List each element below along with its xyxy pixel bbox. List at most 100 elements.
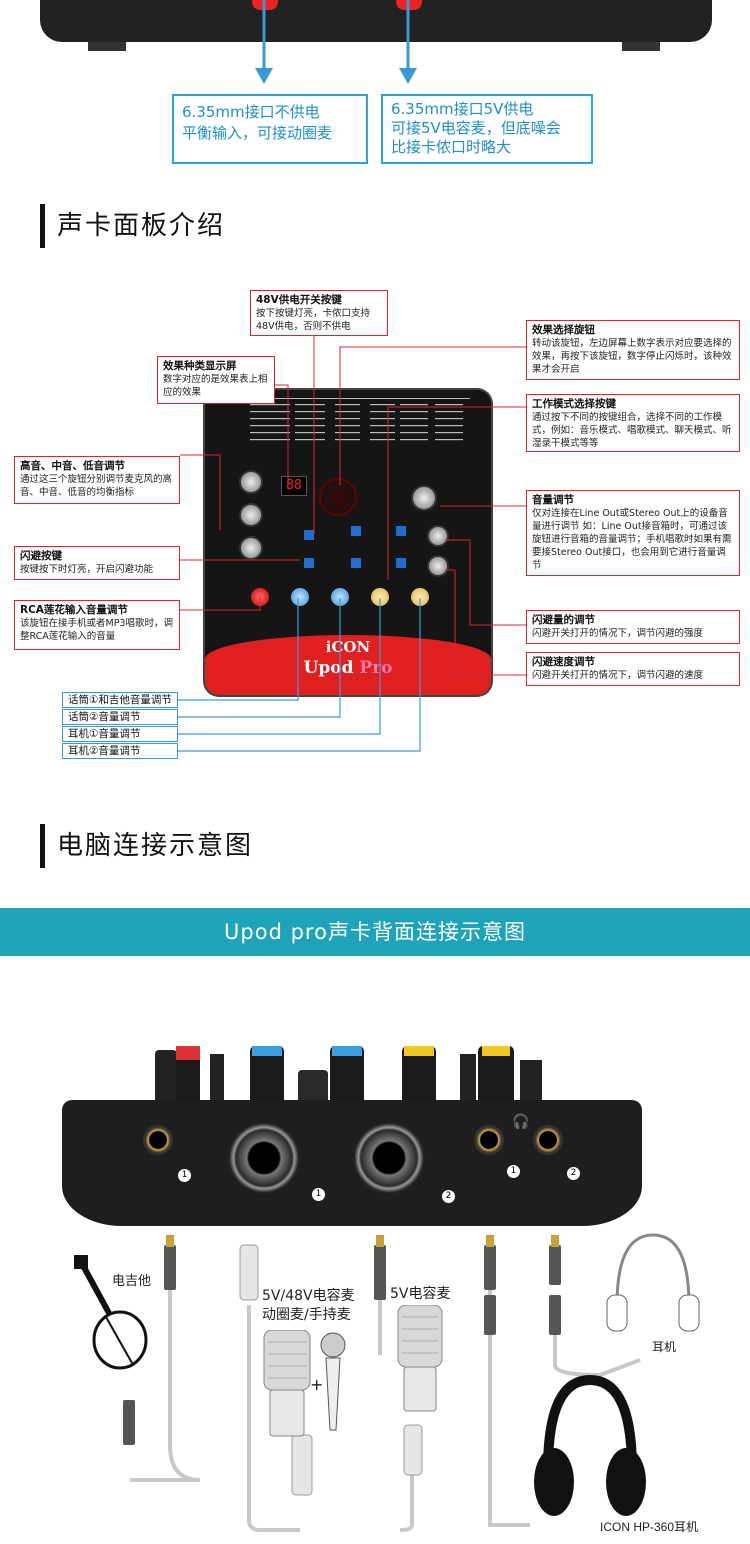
mic1-guitar-volume-knob[interactable]: [291, 588, 309, 606]
eq-mid-knob[interactable]: [239, 503, 263, 527]
section-title-panel: 声卡面板介绍: [40, 204, 225, 248]
electric-guitar-icon: [74, 1255, 148, 1370]
dodge-amount-knob[interactable]: [427, 525, 449, 547]
annotation-eq-title: 高音、中音、低音调节: [20, 460, 125, 472]
annotation-effect-knob: 效果选择旋钮 转动该旋钮，左边屏幕上数字表示对应要选择的效果，再按下该旋钮，数字…: [526, 320, 740, 380]
annotation-dodge-speed: 闪避速度调节 闪避开关打开的情况下，调节闪避的速度: [526, 652, 740, 686]
annotation-lines: [178, 333, 526, 752]
info-box-left-line1: 6.35mm接口不供电: [182, 103, 320, 121]
annotation-dodge-amount: 闪避量的调节 闪避开关打开的情况下，调节闪避的强度: [526, 610, 740, 644]
annotation-dodge-speed-body: 闪避开关打开的情况下，调节闪避的速度: [532, 670, 704, 681]
condenser-mic-5v-icon: [397, 1305, 443, 1412]
headphone-label: 耳机: [652, 1340, 677, 1354]
annotation-48v-title: 48V供电开关按键: [256, 294, 342, 306]
model-logo-a: Upod: [303, 658, 354, 678]
eq-high-knob[interactable]: [239, 470, 263, 494]
port-label-hp1: 1: [507, 1165, 520, 1178]
mic-5v-label: 5V电容麦: [390, 1286, 451, 1302]
annotation-effect-knob-body: 转动该旋钮，左边屏幕上数字表示对应要选择的效果，再按下该旋钮，数字停止闪烁时，该…: [532, 338, 732, 375]
label-headphone2: 耳机②音量调节: [62, 743, 178, 759]
device-panel: 88 iCON Upod Pro: [205, 390, 491, 695]
info-box-right: 6.35mm接口5V供电 可接5V电容麦，但底噪会 比接卡侬口时略大: [381, 94, 593, 164]
volume-knob[interactable]: [411, 485, 437, 511]
label-mic2: 话筒②音量调节: [62, 709, 178, 725]
annotation-volume: 音量调节 仅对连接在Line Out或Stereo Out上的设备音量进行调节 …: [526, 490, 740, 576]
port-label-xlr2: 2: [442, 1190, 455, 1203]
annotation-mode-button-body: 通过按下不同的按键组合，选择不同的工作模式，例如：音乐模式、唱歌模式、聊天模式、…: [532, 412, 732, 449]
mode-button-4[interactable]: [396, 558, 406, 568]
port-label-hp2: 2: [567, 1167, 580, 1180]
effect-table: [250, 398, 470, 441]
port-label-guitar: 1: [178, 1169, 191, 1182]
annotation-effect-display-body: 数字对应的是效果表上相应的效果: [163, 374, 268, 398]
hp360-label: ICON HP-360耳机: [600, 1520, 699, 1534]
annotation-volume-title: 音量调节: [532, 494, 574, 506]
hp360-headphone-icon: [534, 1374, 646, 1516]
annotation-effect-knob-title: 效果选择旋钮: [532, 324, 595, 336]
info-box-left-line2: 平衡输入，可接动圈麦: [182, 124, 333, 142]
connection-cables: [123, 1235, 641, 1532]
dodge-button[interactable]: [304, 558, 314, 568]
annotation-dodge-button: 闪避按键 按键按下时灯亮，开启闪避功能: [14, 546, 180, 580]
headphone1-volume-knob[interactable]: [371, 588, 389, 606]
annotation-dodge-speed-title: 闪避速度调节: [532, 656, 595, 668]
device-foot-left: [88, 42, 126, 51]
annotation-effect-display: 效果种类显示屏 数字对应的是效果表上相应的效果: [157, 356, 275, 404]
headphone-jack-1: [474, 1125, 504, 1155]
top-arrows: [255, 0, 417, 84]
info-box-right-line1: 6.35mm接口5V供电: [391, 100, 534, 118]
handheld-mic-icon: [320, 1332, 346, 1431]
annotation-dodge-button-body: 按键按下时灯亮，开启闪避功能: [20, 564, 154, 575]
port-label-xlr1: 1: [312, 1188, 325, 1201]
annotation-rca-title: RCA莲花输入音量调节: [20, 604, 128, 616]
phantom-48v-button[interactable]: [304, 530, 314, 540]
device-top-edge: [40, 0, 712, 42]
annotation-dodge-amount-body: 闪避开关打开的情况下，调节闪避的强度: [532, 628, 704, 639]
annotation-48v: 48V供电开关按键 按下按键灯亮，卡侬口支持48V供电，否则不供电: [250, 290, 388, 336]
xlr-combo-1: [228, 1122, 300, 1194]
effect-select-knob[interactable]: [319, 478, 357, 516]
annotation-volume-body: 仅对连接在Line Out或Stereo Out上的设备音量进行调节 如：Lin…: [532, 508, 732, 571]
effect-display: 88: [281, 476, 307, 496]
headphone-jack-2: [533, 1125, 563, 1155]
brand-logo: iCON: [325, 638, 371, 656]
device-foot-right: [622, 42, 660, 51]
annotation-48v-body: 按下按键灯亮，卡侬口支持48V供电，否则不供电: [256, 308, 371, 332]
mode-button-3[interactable]: [351, 558, 361, 568]
eq-low-knob[interactable]: [239, 536, 263, 560]
annotation-mode-button-title: 工作模式选择按键: [532, 398, 616, 410]
annotation-effect-display-title: 效果种类显示屏: [163, 360, 237, 372]
condenser-mic-48v-icon: [263, 1330, 311, 1437]
headphone2-volume-knob[interactable]: [411, 588, 429, 606]
section-title-connection: 电脑连接示意图: [40, 824, 253, 868]
model-logo: Upod Pro: [205, 658, 491, 678]
info-box-right-line2: 可接5V电容麦，但底噪会: [391, 119, 561, 137]
mode-button-2[interactable]: [396, 526, 406, 536]
rear-device-body: [62, 1100, 642, 1226]
dodge-speed-knob[interactable]: [427, 555, 449, 577]
info-box-right-line3: 比接卡侬口时略大: [391, 138, 512, 156]
headphone-outline-icon: [606, 1233, 700, 1332]
label-headphone1: 耳机①音量调节: [62, 726, 178, 742]
rear-banner: Upod pro声卡背面连接示意图: [0, 908, 750, 956]
annotation-mode-button: 工作模式选择按键 通过按下不同的按键组合，选择不同的工作模式，例如：音乐模式、唱…: [526, 394, 740, 452]
mic-48v-label: 5V/48V电容麦: [262, 1288, 355, 1304]
annotation-dodge-amount-title: 闪避量的调节: [532, 614, 595, 626]
label-mic1-guitar: 话筒①和吉他音量调节: [62, 692, 178, 708]
xlr-combo-2: [353, 1122, 425, 1194]
panel-red-area: [205, 635, 491, 695]
guitar-input-jack: [143, 1125, 173, 1155]
mic2-volume-knob[interactable]: [331, 588, 349, 606]
model-logo-b: Pro: [359, 658, 393, 678]
annotation-dodge-button-title: 闪避按键: [20, 550, 62, 562]
annotation-rca: RCA莲花输入音量调节 该旋钮在接手机或者MP3唱歌时，调整RCA莲花输入的音量: [14, 600, 180, 650]
mode-button-1[interactable]: [351, 526, 361, 536]
annotation-rca-body: 该旋钮在接手机或者MP3唱歌时，调整RCA莲花输入的音量: [20, 618, 173, 642]
rear-device-knobs: [155, 1046, 542, 1105]
guitar-label: 电吉他: [112, 1274, 152, 1289]
headphone-symbol-icon: 🎧: [512, 1114, 530, 1130]
plus-sign: +: [310, 1375, 324, 1394]
annotation-eq-body: 通过这三个旋钮分别调节麦克风的高音、中音、低音的均衡指标: [20, 474, 173, 498]
info-box-left: 6.35mm接口不供电 平衡输入，可接动圈麦: [172, 94, 368, 164]
annotation-eq: 高音、中音、低音调节 通过这三个旋钮分别调节麦克风的高音、中音、低音的均衡指标: [14, 456, 180, 504]
